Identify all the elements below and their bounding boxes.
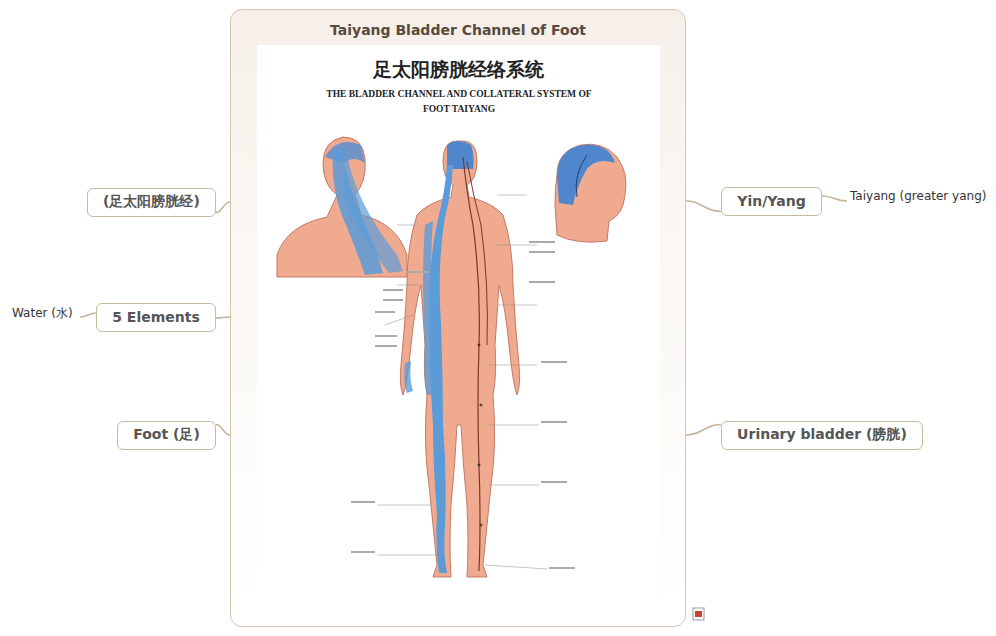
topic-box: (足太阳膀胱经) [87, 188, 216, 217]
branch-connector [822, 196, 847, 201]
topic-text: Taiyang (greater yang) [850, 189, 986, 203]
topic-text: 5 Elements [112, 309, 200, 325]
topic-text: (足太阳膀胱经) [103, 193, 200, 211]
branch-connector [686, 425, 721, 436]
poster-illustration [257, 45, 660, 613]
poster-title: THE BLADDER CHANNEL AND COLLATERAL SYSTE… [319, 87, 599, 117]
topic-box: Urinary bladder (膀胱) [721, 421, 923, 450]
subtopic-text: Water (水) [12, 304, 77, 322]
topic-text: Yin/Yang [737, 193, 805, 209]
topic-title: Taiyang Bladder Channel of Foot [231, 22, 685, 38]
branch-connector [686, 201, 721, 212]
topic-box: Foot (足) [117, 421, 216, 450]
branch-connector [216, 202, 230, 213]
poster-title: 足太阳膀胱经络系统 [257, 57, 660, 83]
branch-connector [216, 425, 230, 436]
topic-text: Urinary bladder (膀胱) [737, 426, 907, 444]
topic-text: Foot (足) [133, 426, 200, 444]
poster-image: 足太阳膀胱经络系统 THE BLADDER CHANNEL AND COLLATE… [257, 45, 660, 613]
topic-text: Water (水) [12, 305, 73, 322]
branch-connector [80, 313, 96, 317]
branch-connector [216, 317, 230, 318]
topic-box: 5 Elements [96, 303, 216, 332]
topic-box: Yin/Yang [721, 187, 822, 216]
central-topic: Taiyang Bladder Channel of Foot 足太阳膀胱经络系… [230, 9, 686, 627]
note-icon [692, 607, 706, 621]
subtopic-text: Taiyang (greater yang) [850, 187, 991, 205]
